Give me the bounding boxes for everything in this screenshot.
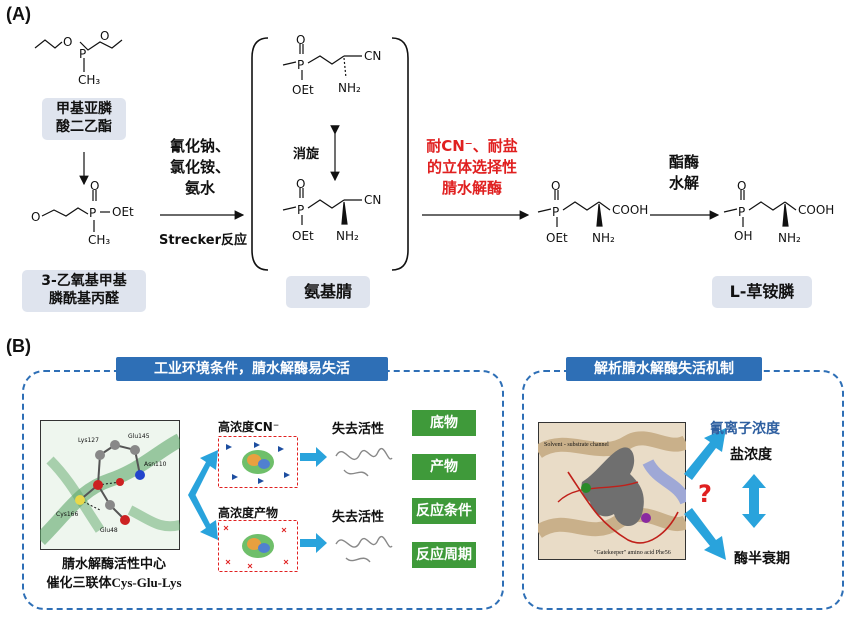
chem-ch3-2: CH₃ (88, 233, 110, 247)
aldehyde-name-line-2: 膦酰基丙醛 (49, 291, 119, 307)
aldehyde-structure (41, 190, 110, 232)
chem-ch3-1: CH₃ (78, 73, 100, 87)
aldehyde-name-line-1: 3-乙氧基甲基 (41, 273, 127, 289)
esterase-line-2: 水解 (668, 174, 699, 192)
chem-o-8: O (737, 179, 746, 193)
chem-nh2-2: NH₂ (336, 229, 359, 243)
left-bracket (251, 37, 269, 271)
ester-acid-structure (537, 190, 611, 227)
aminonitrile-s-structure (282, 188, 362, 225)
split-arrows (188, 450, 218, 540)
chem-p-3: P (297, 58, 304, 72)
active-center-line-2: 催化三联体Cys-Glu-Lys (46, 575, 182, 590)
mechanism-arrows (684, 428, 726, 560)
chem-o-1: O (63, 35, 72, 49)
residue-cys166: Cys166 (56, 511, 79, 518)
chem-p-1: P (79, 47, 86, 61)
enzyme-in-cyanide (218, 436, 298, 488)
product-name: L-草铵膦 (712, 276, 812, 308)
chem-oet-1: OEt (112, 205, 134, 219)
chem-oet-3: OEt (292, 229, 314, 243)
diethyl-methylphosphonite-structure (34, 39, 123, 72)
aminonitrile-r-structure (282, 44, 362, 80)
aldehyde-name: 3-乙氧基甲基 膦酰基丙醛 (22, 270, 146, 312)
residue-asn110: Asn110 (144, 461, 167, 468)
residue-lys127: Lys127 (78, 437, 99, 444)
chem-nh2-4: NH₂ (778, 231, 801, 245)
right-bracket (391, 37, 409, 271)
chem-o-5: O (296, 33, 305, 47)
chem-cooh-2: COOH (798, 203, 834, 217)
start-name-line-1: 甲基亚膦 (56, 101, 112, 117)
question-mark: ? (698, 480, 712, 508)
strecker-label: Strecker反应 (158, 233, 248, 248)
left-header: 工业环境条件，腈水解酶易失活 (116, 357, 388, 381)
channel-structure-image: Solvent - substrate channel "Gatekeeper"… (538, 422, 686, 560)
l-glufosinate-structure (723, 190, 797, 227)
enzyme-line-1: 耐CN⁻、耐盐 (426, 137, 518, 155)
racemization-label: 消旋 (292, 147, 319, 162)
panel-b-label: (B) (6, 336, 31, 356)
factor-reaction-period: 反应周期 (412, 542, 476, 568)
arrow-to-inactive-1 (300, 447, 327, 467)
high-cn-label: 高浓度CN⁻ (218, 420, 280, 434)
chem-nh2-1: NH₂ (338, 81, 361, 95)
chem-nh2-3: NH₂ (592, 231, 615, 245)
reagent-3: 氨水 (184, 179, 215, 197)
enzyme-line-3: 腈水解酶 (441, 179, 502, 197)
salt-conc-label: 盐浓度 (730, 447, 772, 463)
chem-o-6: O (296, 177, 305, 191)
half-life-label: 酶半衰期 (734, 551, 790, 567)
chem-oet-4: OEt (546, 231, 568, 245)
chem-p-2: P (89, 206, 96, 220)
chem-cn-1: CN (364, 49, 381, 63)
chem-p-4: P (297, 203, 304, 217)
chem-o-4: O (90, 179, 99, 193)
panel-a-structures: O O P CH₃ O O P OEt CH₃ (31, 29, 834, 271)
chem-o-7: O (551, 179, 560, 193)
chem-cooh-1: COOH (612, 203, 648, 217)
chem-p-5: P (552, 205, 559, 219)
aminonitrile-name: 氨基腈 (286, 276, 370, 308)
chem-p-6: P (738, 205, 745, 219)
inactive-label-2: 失去活性 (332, 510, 385, 525)
residue-glu145: Glu145 (128, 433, 150, 440)
start-name-line-2: 酸二乙酯 (56, 119, 112, 135)
salt-vertical-arrow (742, 474, 766, 528)
start-material-name: 甲基亚膦 酸二乙酯 (42, 98, 126, 140)
enzyme-line-2: 的立体选择性 (426, 158, 517, 176)
esterase-condition: 酯酶 水解 (656, 152, 712, 194)
reagent-2: 氯化铵、 (169, 158, 230, 176)
strecker-reagents: 氰化钠、 氯化铵、 氨水 (160, 136, 240, 199)
chem-o-2: O (100, 29, 109, 43)
high-product-label: 高浓度产物 (218, 506, 279, 520)
nitrilase-condition: 耐CN⁻、耐盐 的立体选择性 腈水解酶 (416, 136, 528, 199)
arrow-to-inactive-2 (300, 533, 327, 553)
unfolded-chain-1 (335, 448, 393, 477)
chem-o-3: O (31, 210, 40, 224)
panel-a-label: (A) (6, 4, 31, 24)
cyanide-conc-label: 氰离子浓度 (710, 421, 780, 437)
chem-oh-1: OH (734, 229, 752, 243)
active-center-caption: 腈水解酶活性中心 催化三联体Cys-Glu-Lys (30, 556, 198, 592)
factor-substrate: 底物 (412, 410, 476, 436)
unfolded-chain-2 (335, 536, 393, 563)
chem-oet-2: OEt (292, 83, 314, 97)
solvent-channel-label: Solvent - substrate channel (544, 442, 609, 448)
enzyme-in-product (218, 520, 298, 572)
residue-glu48: Glu48 (100, 527, 118, 534)
factor-reaction-conditions: 反应条件 (412, 498, 476, 524)
factor-product: 产物 (412, 454, 476, 480)
chem-cn-2: CN (364, 193, 381, 207)
esterase-line-1: 酯酶 (668, 153, 699, 171)
reagent-1: 氰化钠、 (169, 137, 230, 155)
gatekeeper-label: "Gatekeeper" amino acid Phe56 (594, 550, 671, 556)
right-header: 解析腈水解酶失活机制 (566, 357, 762, 381)
active-center-line-1: 腈水解酶活性中心 (61, 557, 166, 572)
active-site-image: Lys127 Glu145 Asn110 Cys166 Glu48 (40, 420, 180, 550)
inactive-label-1: 失去活性 (332, 422, 385, 437)
